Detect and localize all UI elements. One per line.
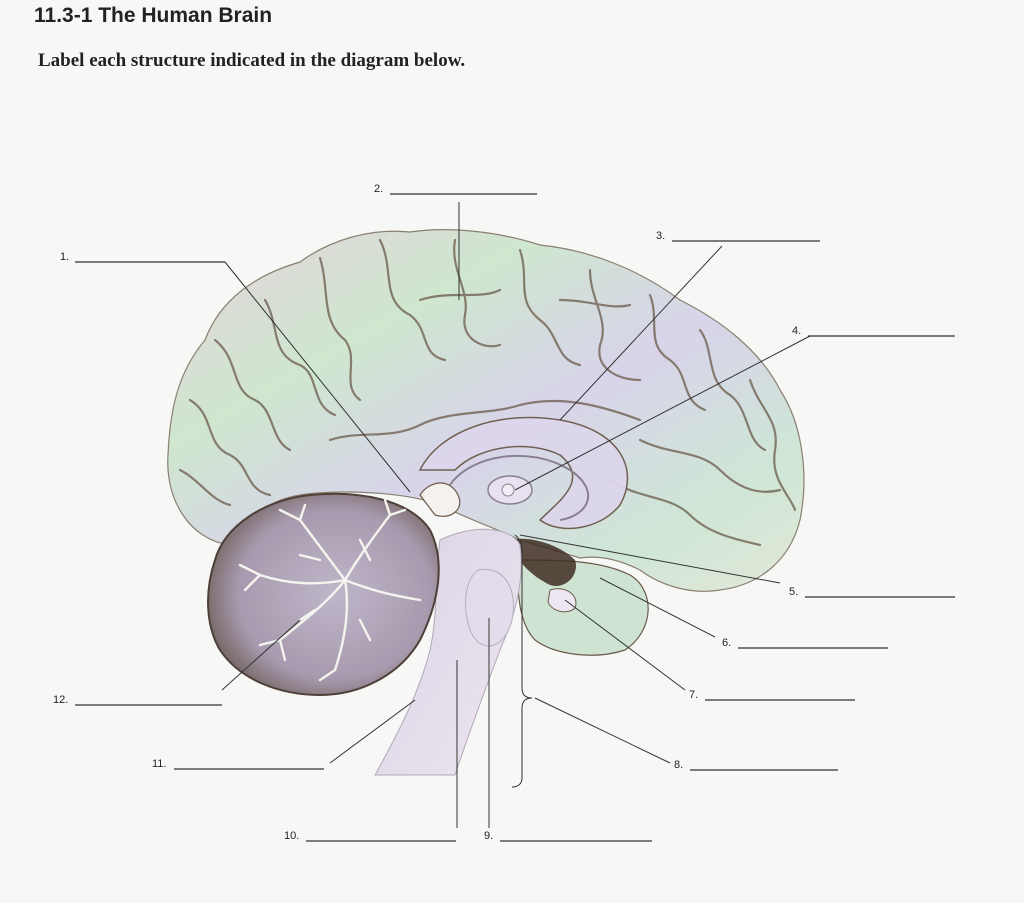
label-number-12: 12. <box>53 694 68 706</box>
label-number-9: 9. <box>484 830 493 842</box>
pons <box>466 569 514 646</box>
cerebellum <box>208 494 439 695</box>
label-number-11: 11. <box>152 758 166 770</box>
thalamus-center <box>502 484 514 496</box>
label-number-7: 7. <box>689 689 698 701</box>
label-number-2: 2. <box>374 183 383 195</box>
label-number-3: 3. <box>656 230 665 242</box>
label-number-6: 6. <box>722 637 731 649</box>
leader-line-8 <box>535 698 670 763</box>
label-number-1: 1. <box>60 251 69 263</box>
label-number-10: 10. <box>284 830 299 842</box>
label-number-5: 5. <box>789 586 798 598</box>
label-number-4: 4. <box>792 325 801 337</box>
label-number-8: 8. <box>674 759 683 771</box>
midbrain-region <box>420 483 460 516</box>
